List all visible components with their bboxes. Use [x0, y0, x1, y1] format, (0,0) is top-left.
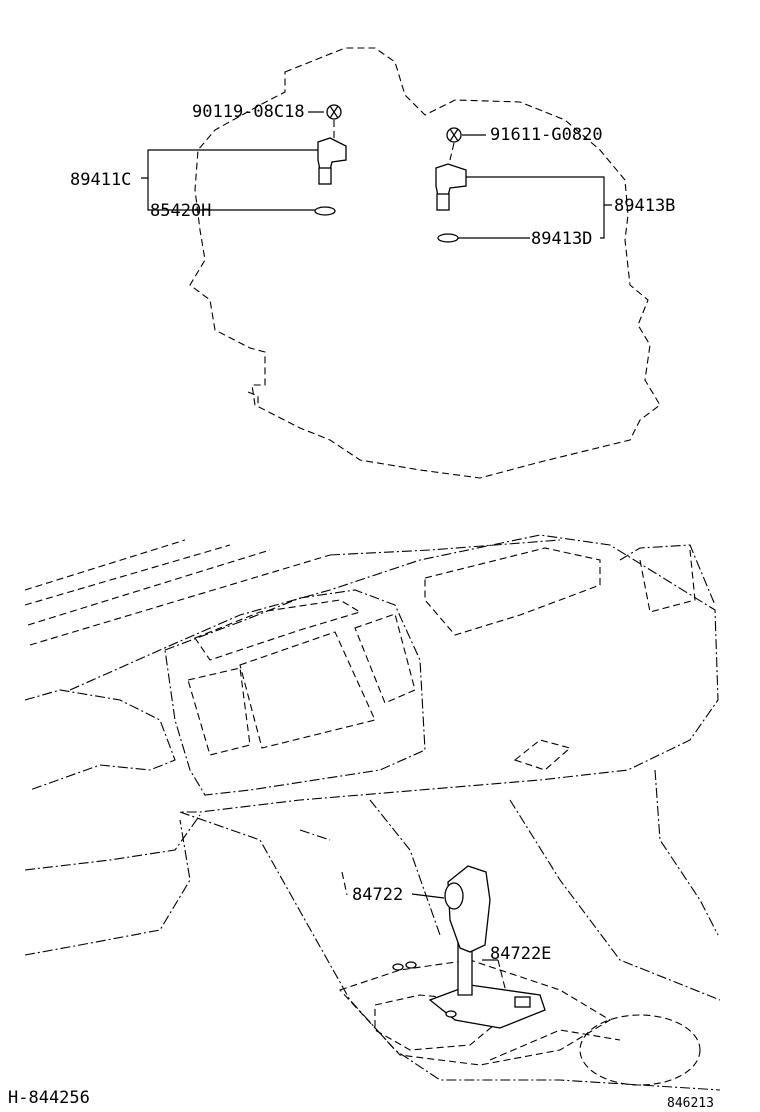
- ref-code-left: H-844256: [8, 1088, 90, 1108]
- label-sensor-right: 89413B: [614, 196, 675, 216]
- shift-lever: [428, 865, 546, 1029]
- label-oring-left: 85420H: [150, 201, 211, 221]
- label-oring-right: 89413D: [531, 229, 592, 249]
- ref-code-right: 846213: [667, 1096, 714, 1111]
- interior-console: [24, 534, 721, 1091]
- leaders-left: [141, 111, 324, 211]
- oring-right-icon: [437, 233, 459, 243]
- sensor-left-icon: [317, 137, 347, 171]
- leaders-right: [458, 134, 612, 239]
- label-bolt-left: 90119-08C18: [192, 102, 305, 122]
- speed-sensor-right: [435, 127, 467, 243]
- label-knob-sub: 84722E: [490, 944, 551, 964]
- label-sensor-left: 89411C: [70, 170, 131, 190]
- transmission-housing: [189, 47, 661, 479]
- label-bolt-right: 91611-G0820: [490, 125, 603, 145]
- label-knob: 84722: [352, 885, 403, 905]
- leaders-knob: [341, 871, 507, 993]
- oring-left-icon: [314, 206, 336, 216]
- speed-sensor-left: [314, 104, 347, 216]
- sensor-right-icon: [435, 163, 467, 197]
